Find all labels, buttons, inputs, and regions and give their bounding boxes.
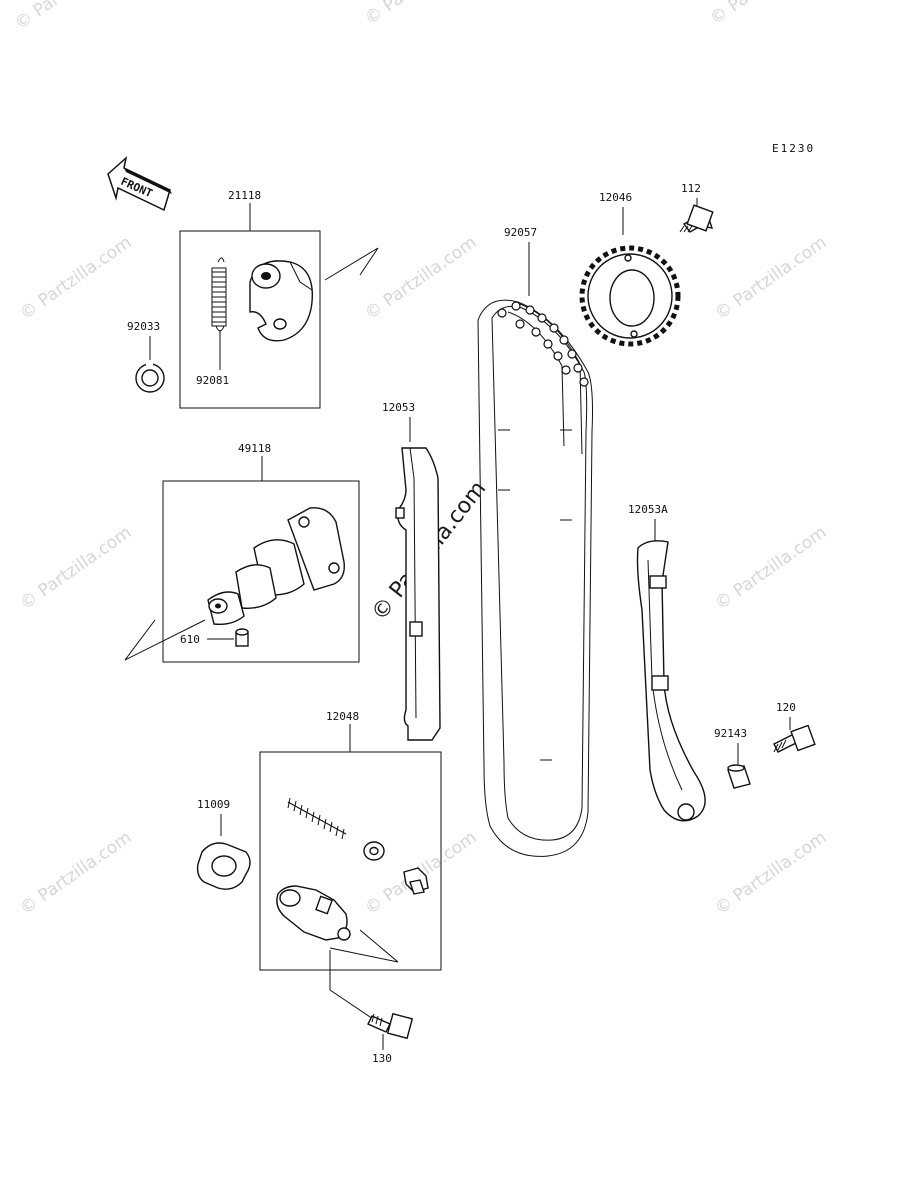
label-120: 120 [776,701,796,714]
diagram-code: E1230 [772,142,815,155]
watermark: © Partzilla.com [16,522,135,614]
group-12048: 12048 [259,710,442,990]
label-92143: 92143 [714,727,747,740]
watermark: © Partzilla.com [361,0,480,29]
front-arrow: FRONT [107,155,172,212]
collar-92143 [727,764,751,789]
watermark: © Partzilla.com [361,232,480,324]
dowel-pin-610 [235,628,249,647]
label-12046: 12046 [599,191,632,204]
tensioner-cap-bolt [403,867,429,895]
camshaft-sprocket-12046 [579,245,681,347]
watermark: © Partzilla.com [16,827,135,919]
watermark: © Partzilla.com [711,522,830,614]
label-92033: 92033 [127,320,160,333]
watermark: © Partzilla.com [711,827,830,919]
chain-guide-12053A [636,540,706,822]
watermark: © Partzilla.com [16,232,135,324]
label-610: 610 [180,633,200,646]
label-130: 130 [372,1052,392,1065]
label-12048: 12048 [326,710,359,723]
cam-chain-92057 [477,299,593,857]
tensioner-spring [287,797,347,840]
label-92057: 92057 [504,226,537,239]
label-49118: 49118 [238,442,271,455]
label-12053A: 12053A [628,503,668,516]
watermark: © Partzilla.com [11,0,130,34]
bolt-120 [773,724,816,753]
watermark: © Partzilla.com [706,0,825,29]
camshaft [207,507,345,626]
watermark: © Partzilla.com [711,232,830,324]
spring-92081 [211,257,227,332]
group-21118: 21118 92081 [179,189,379,409]
group-49118: 49118 610 [124,442,360,663]
tensioner-body [276,885,351,941]
label-12053: 12053 [382,401,415,414]
bolt-112 [679,204,714,233]
label-92081: 92081 [196,374,229,387]
decompressor-cam [249,260,314,342]
chain-guide-12053 [395,447,441,741]
label-11009: 11009 [197,798,230,811]
circlip-92033 [135,362,165,393]
tensioner-washer [363,841,385,861]
bolt-130 [367,1012,414,1040]
gasket-11009 [196,842,251,890]
label-112: 112 [681,182,701,195]
label-21118: 21118 [228,189,261,202]
